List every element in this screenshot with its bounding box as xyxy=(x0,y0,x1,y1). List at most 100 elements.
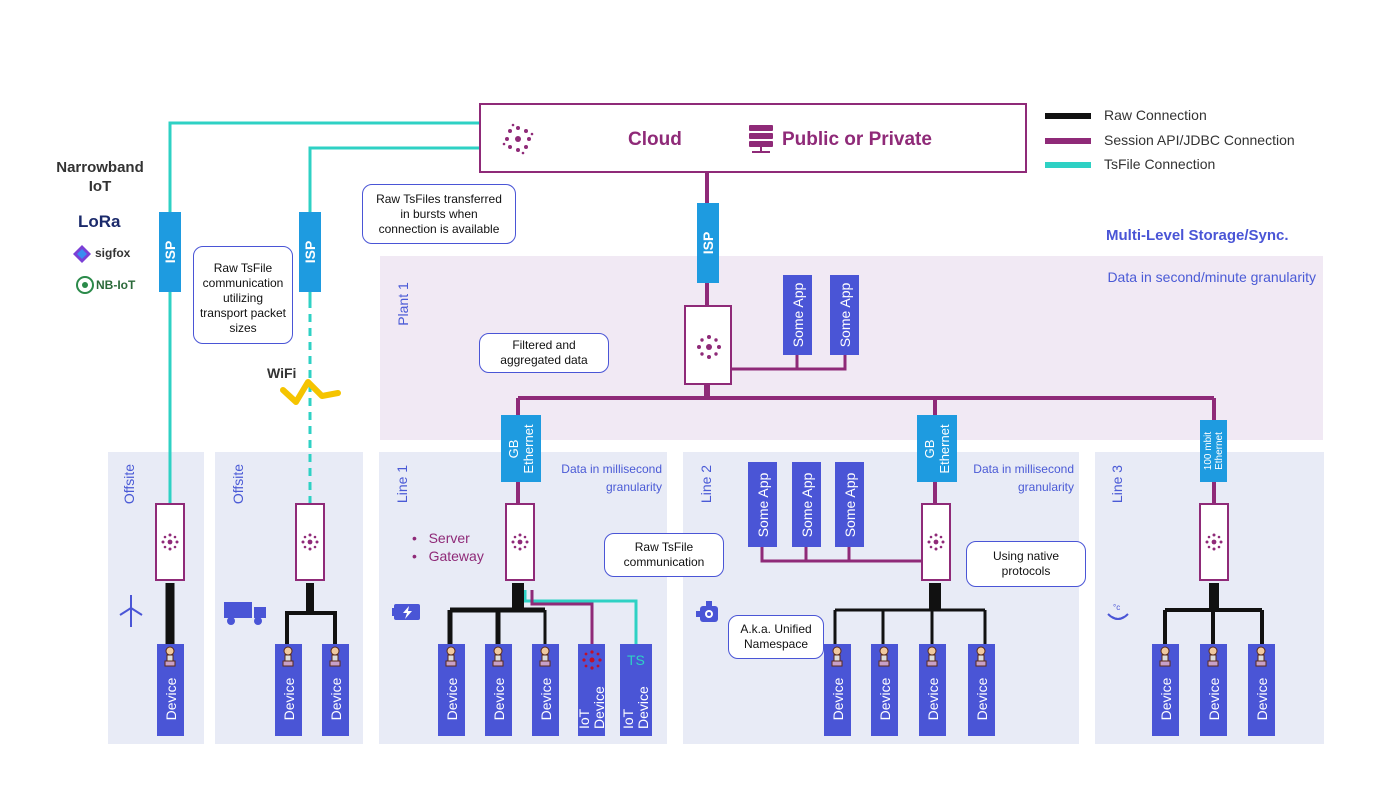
app-label: Some App xyxy=(798,472,815,537)
robot-arm-icon xyxy=(492,646,504,667)
offsite-region-1 xyxy=(108,452,204,744)
gateway-line3 xyxy=(1199,503,1229,581)
line1-bullets: • Server • Gateway xyxy=(412,529,484,565)
device: Device xyxy=(919,644,946,736)
bullet-gateway: • Gateway xyxy=(412,548,484,564)
device: Device xyxy=(1152,644,1179,736)
line2-note: Data in millisecond granularity xyxy=(973,462,1074,494)
device-label: Device xyxy=(280,677,297,721)
sigfox-logo: sigfox xyxy=(73,243,143,265)
diagram-title: Multi-Level Storage/Sync. xyxy=(1106,227,1289,244)
plant-app-1: Some App xyxy=(783,275,812,355)
app-label: Some App xyxy=(841,472,858,537)
device-label: Device xyxy=(1157,677,1174,721)
device: Device xyxy=(485,644,512,736)
sensor-device-icon xyxy=(696,601,718,622)
raw-line-offsite2b xyxy=(310,611,337,644)
gateway-offsite-1 xyxy=(155,503,185,581)
truck-icon xyxy=(224,602,266,625)
isp-label: ISP xyxy=(162,240,178,264)
app-label: Some App xyxy=(789,282,806,348)
device-label: Device xyxy=(327,677,344,721)
device-label: Device xyxy=(829,677,846,721)
narrowband-title-line1: Narrowband xyxy=(56,159,144,176)
robot-arm-icon xyxy=(975,646,987,667)
ethernet-label: GB Ethernet xyxy=(922,423,952,474)
device-label: Device xyxy=(1253,677,1270,721)
device-label: Device xyxy=(1205,677,1222,721)
legend-label-tsfile: TsFile Connection xyxy=(1104,156,1216,172)
line2-label: Line 2 xyxy=(698,464,714,504)
public-private-label: Public or Private xyxy=(782,129,932,150)
robot-arm-icon xyxy=(831,646,843,667)
ethernet-box-line2: GB Ethernet xyxy=(917,415,957,482)
iot-device-2: TS IoT Device xyxy=(620,644,652,736)
callout-filtered: Filtered and aggregated data xyxy=(479,333,609,373)
wifi-wave-icon xyxy=(280,379,341,405)
plant-app-2: Some App xyxy=(830,275,859,355)
cloud-label: Cloud xyxy=(628,129,682,150)
ethernet-label: GB Ethernet xyxy=(506,423,536,474)
nbiot-icon xyxy=(76,276,94,294)
robot-arm-icon xyxy=(539,646,551,667)
plant-label: Plant 1 xyxy=(395,282,411,326)
device-label: Device xyxy=(973,677,990,721)
ethernet-box-line1: GB Ethernet xyxy=(501,415,541,482)
legend-swatch-tsfile xyxy=(1045,162,1091,168)
callout-raw-bursts: Raw TsFiles transferred in bursts when c… xyxy=(362,184,516,244)
isp-label: ISP xyxy=(700,231,716,255)
iot-device-1: IoT Device xyxy=(576,644,607,736)
robot-arm-icon xyxy=(164,646,176,667)
robot-arm-icon xyxy=(1207,646,1219,667)
cloud-box: Cloud Public or Private xyxy=(479,103,1027,173)
offsite-label-2: Offsite xyxy=(230,463,246,505)
gateway-line1 xyxy=(505,503,535,581)
sigfox-icon xyxy=(73,245,91,263)
line2-app-1: Some App xyxy=(748,462,777,547)
lora-logo: LoRa xyxy=(78,212,121,231)
device: Device xyxy=(532,644,559,736)
device-label: Device xyxy=(876,677,893,721)
device-label: Device xyxy=(537,677,554,721)
device-label: Device xyxy=(490,677,507,721)
ts-badge: TS xyxy=(627,652,645,668)
iotdb-logo-icon xyxy=(1205,533,1223,551)
device-label: Device xyxy=(162,677,179,721)
narrowband-title: Narrowband IoT xyxy=(50,158,150,196)
robot-arm-icon xyxy=(445,646,457,667)
iotdb-logo-icon xyxy=(927,533,945,551)
isp-box-cloud: ISP xyxy=(697,203,719,283)
device: Device xyxy=(322,644,349,736)
callout-unified: A.k.a. Unified Namespace xyxy=(728,615,824,659)
app-label: Some App xyxy=(754,472,771,537)
callout-raw-packets: Raw TsFile communication utilizing trans… xyxy=(193,246,293,344)
narrowband-title-line2: IoT xyxy=(88,178,112,195)
callout-raw-comm: Raw TsFile communication xyxy=(604,533,724,577)
tsfile-line-narrowband xyxy=(168,121,480,505)
wifi-label: WiFi xyxy=(267,365,297,381)
app-label: Some App xyxy=(836,282,853,348)
ethernet-label: 100 mbit Ethernet xyxy=(1202,431,1225,471)
device: Device xyxy=(968,644,995,736)
robot-arm-icon xyxy=(926,646,938,667)
device: Device xyxy=(438,644,465,736)
plant-note: Data in second/minute granularity xyxy=(1107,269,1316,285)
gateway-line2 xyxy=(921,503,951,581)
device: Device xyxy=(824,644,851,736)
iotdb-logo-icon xyxy=(697,335,721,359)
isp-box-narrowband: ISP xyxy=(159,212,181,292)
isp-box-wifi: ISP xyxy=(299,212,321,292)
robot-arm-icon xyxy=(329,646,341,667)
bullet-server: • Server xyxy=(412,530,470,546)
sigfox-label: sigfox xyxy=(95,246,131,260)
bullet-server-label: Server xyxy=(428,530,470,546)
gateway-offsite-2 xyxy=(295,503,325,581)
device: Device xyxy=(1200,644,1227,736)
wind-turbine-icon xyxy=(119,595,143,627)
device-label: Device xyxy=(924,677,941,721)
session-line-line2-apps xyxy=(760,547,935,563)
iotdb-logo-icon xyxy=(301,533,319,551)
line3-label: Line 3 xyxy=(1109,464,1125,504)
